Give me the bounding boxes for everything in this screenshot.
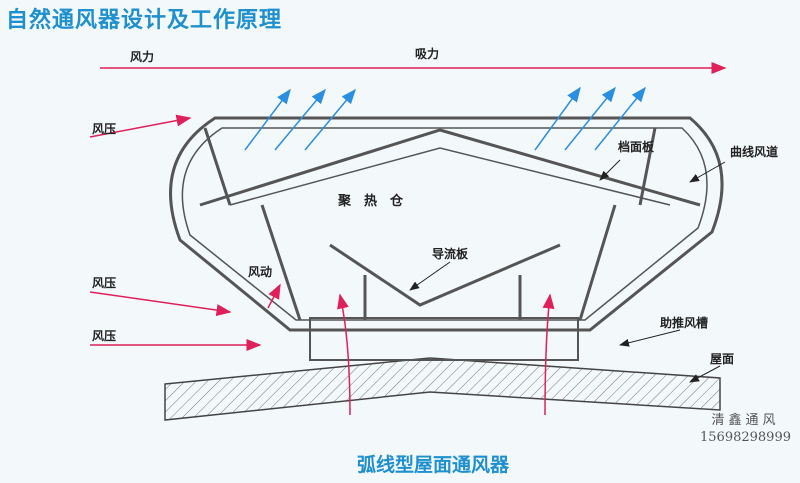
diagram-subtitle: 弧线型屋面通风器 (357, 454, 510, 476)
roof (164, 357, 721, 421)
label-wind-force: 风力 (130, 50, 155, 64)
label-roof: 屋面 (710, 352, 735, 366)
label-suction: 吸力 (415, 47, 440, 61)
label-wind-pressure: 风压 (92, 122, 117, 136)
baffle-panel (199, 128, 701, 207)
label-wind-pressure: 风压 (92, 329, 117, 343)
watermark-name: 清鑫通风 (711, 413, 780, 428)
label-curved-duct: 曲线风道 (730, 145, 779, 159)
diagram-title: 自然通风器设计及工作原理 (6, 8, 283, 33)
label-heat-chamber: 聚 热 仓 (338, 194, 404, 209)
label-wind-motion: 风动 (248, 265, 273, 279)
label-wind-pressure: 风压 (92, 276, 117, 290)
label-booster-slot: 助推风槽 (660, 316, 709, 330)
outer-duct (169, 116, 724, 332)
label-baffle-panel: 档面板 (618, 140, 655, 154)
deflector-plate (329, 243, 561, 307)
label-deflector: 导流板 (432, 247, 469, 261)
watermark-phone: 15698298999 (700, 430, 791, 445)
watermark: 清鑫通风 15698298999 (700, 412, 791, 446)
